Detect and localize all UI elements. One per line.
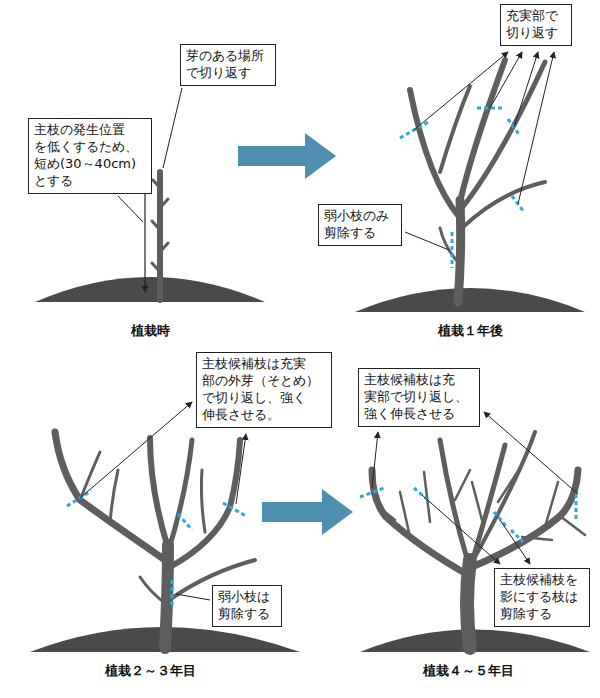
ground-mound — [30, 277, 590, 652]
callout-box: 芽のある場所 で切り返す — [180, 44, 276, 86]
callout-box: 充実部で 切り返す — [500, 4, 572, 46]
callout-text: 主枝候補枝は充実 部の外芽（そとめ） で切り返し、強く 伸長させる。 — [202, 356, 326, 424]
callout-text: 主枝候補枝を 影にする枝は 剪除する — [500, 572, 584, 623]
callout-text: 主枝の発生位置 を低くするため、 短め(30～40cm) とする — [34, 122, 146, 190]
callout-box: 主枝の発生位置 を低くするため、 短め(30～40cm) とする — [28, 118, 152, 194]
callout-text: 充実部で 切り返す — [506, 8, 566, 42]
callout-box: 主枝候補枝は充 実部で切り返し、 強く伸長させる — [358, 368, 480, 427]
callout-box: 弱小枝のみ 剪除する — [318, 204, 402, 246]
callout-text: 弱小枝のみ 剪除する — [324, 208, 396, 242]
stage-label: 植栽時 — [129, 322, 172, 340]
stage-label: 植栽４～５年目 — [421, 662, 516, 680]
callout-box: 弱小枝は 剪除する — [212, 585, 282, 627]
stage-label: 植栽１年後 — [436, 322, 505, 340]
step-arrow — [238, 133, 353, 535]
callout-text: 主枝候補枝は充 実部で切り返し、 強く伸長させる — [364, 372, 474, 423]
callout-text: 弱小枝は 剪除する — [218, 589, 276, 623]
callout-text: 芽のある場所 で切り返す — [186, 48, 270, 82]
leader-line — [80, 52, 578, 600]
callout-box: 主枝候補枝を 影にする枝は 剪除する — [494, 568, 590, 627]
height-arrow — [144, 178, 145, 292]
stage-label: 植栽２～３年目 — [103, 662, 198, 680]
callout-box: 主枝候補枝は充実 部の外芽（そとめ） で切り返し、強く 伸長させる。 — [196, 352, 332, 428]
